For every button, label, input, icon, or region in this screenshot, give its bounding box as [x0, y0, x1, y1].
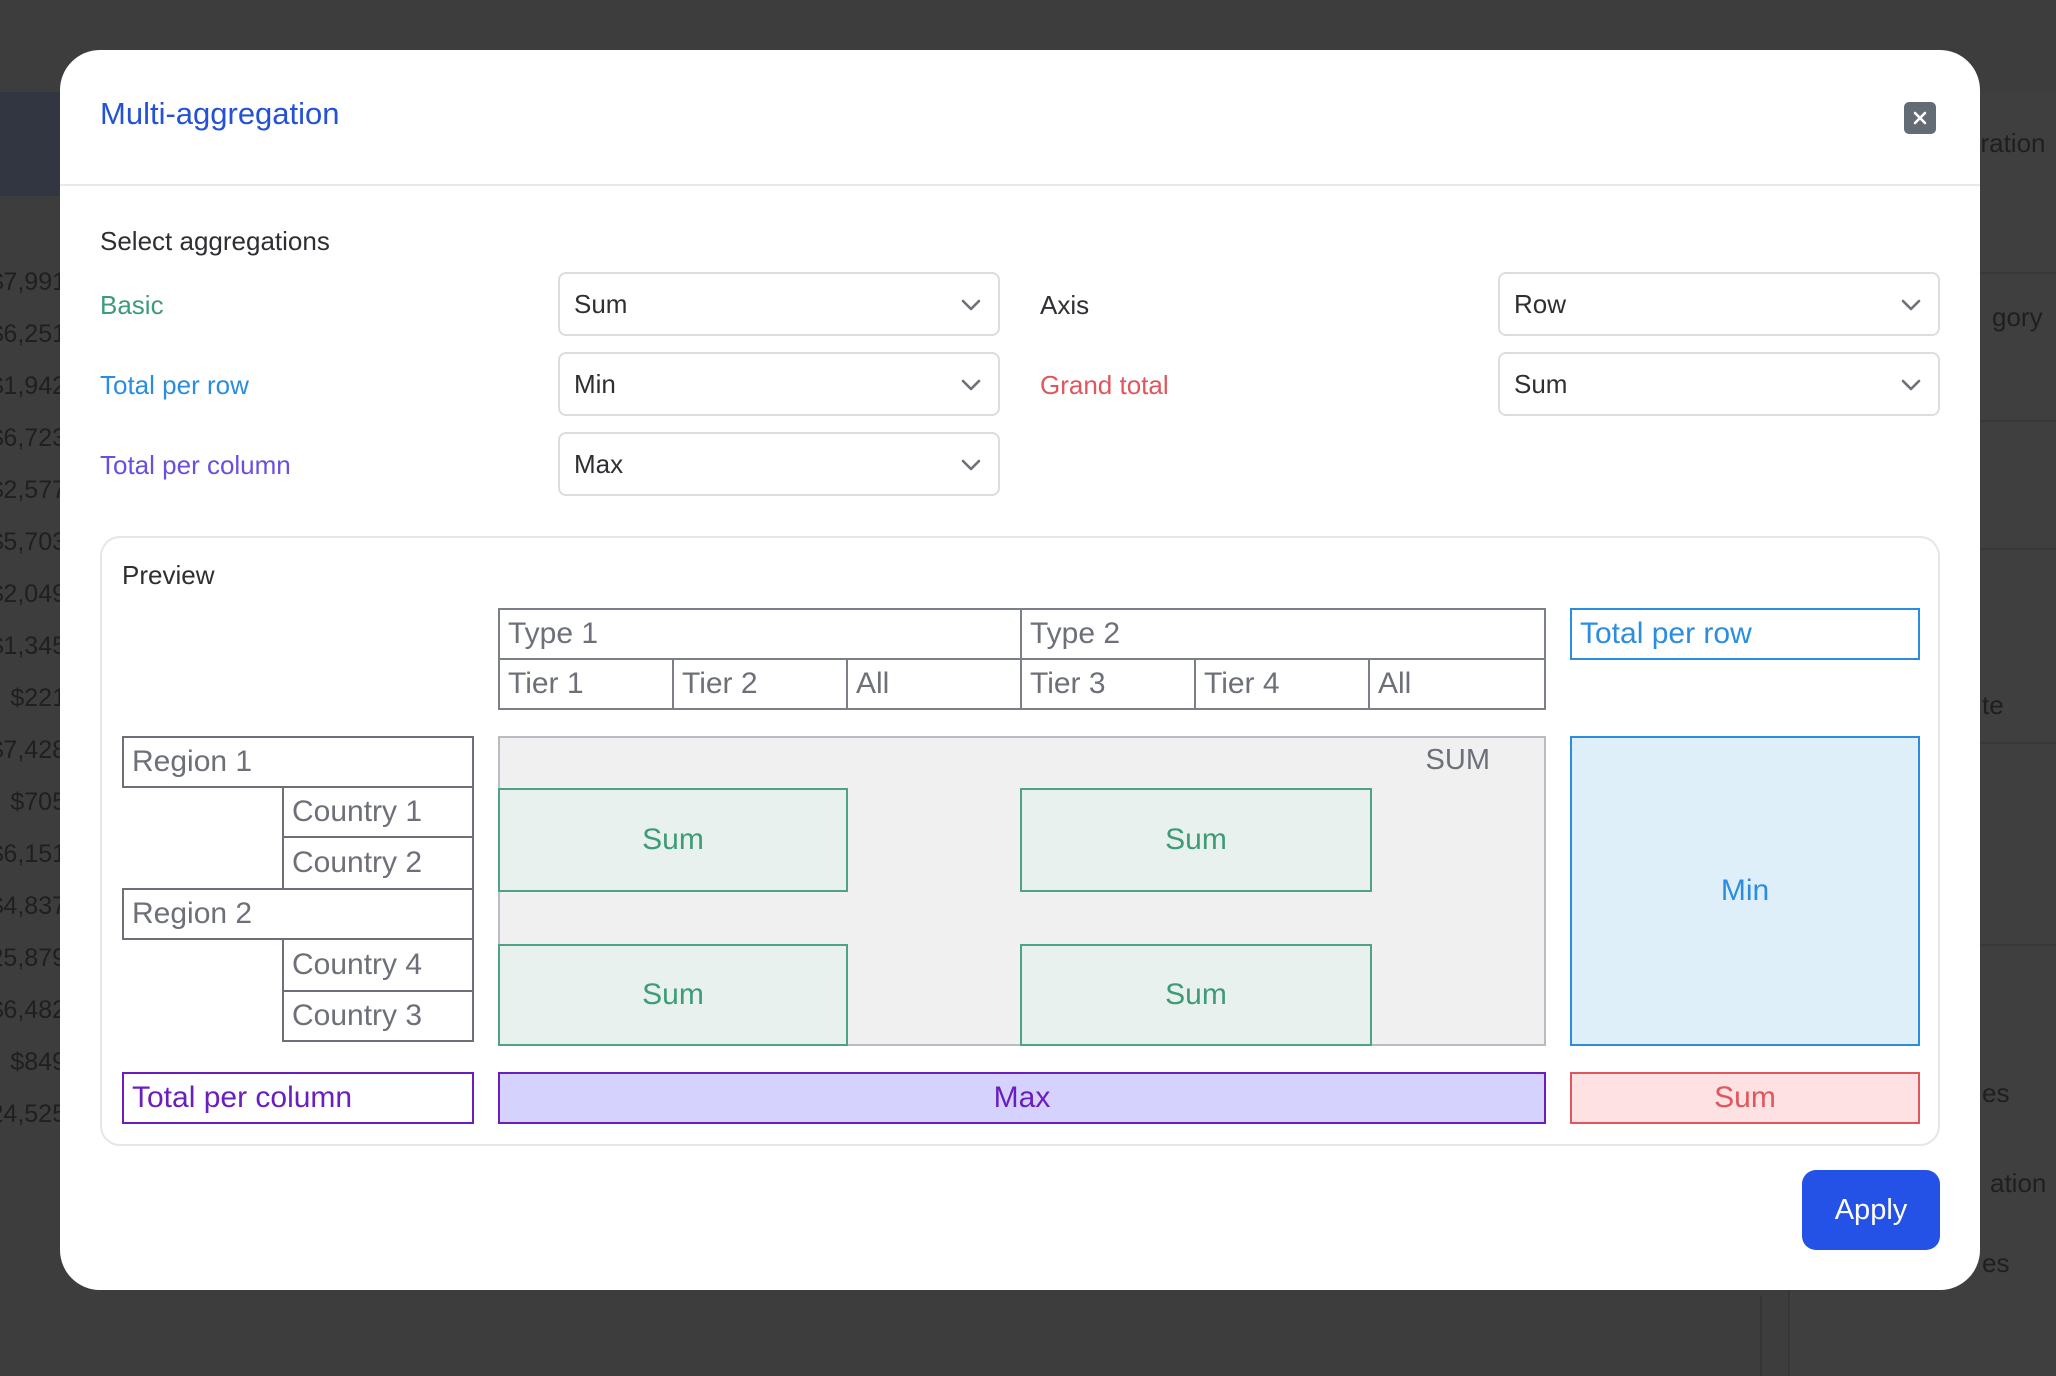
column-tier-header: All	[1368, 658, 1546, 710]
background-value: $7,428	[0, 735, 66, 764]
basic-label: Basic	[100, 290, 164, 320]
apply-button[interactable]: Apply	[1802, 1170, 1940, 1250]
basic-cell: Sum	[1020, 788, 1372, 892]
basic-cell: Sum	[498, 944, 848, 1046]
background-value: $5,703	[0, 527, 66, 556]
chevron-down-icon	[961, 459, 981, 471]
background-value: $6,723	[0, 423, 66, 452]
column-group-header: Type 1	[498, 608, 1022, 660]
total-per-row-header: Total per row	[1570, 608, 1920, 660]
total-per-row-select[interactable]: Min	[558, 352, 1000, 416]
grand-total-label: Grand total	[1040, 370, 1169, 400]
row-item-header: Country 4	[282, 938, 474, 992]
background-panel-text: es	[1982, 1078, 2010, 1108]
background-value: $4,837	[0, 891, 66, 920]
multi-aggregation-modal: Multi-aggregation Select aggregations Ba…	[60, 50, 1980, 1290]
preview-title: Preview	[122, 560, 215, 590]
total-per-row-label: Total per row	[100, 370, 249, 400]
background-value: $221	[10, 683, 66, 712]
axis-select-value: Row	[1514, 288, 1567, 319]
row-item-header: Country 1	[282, 786, 474, 838]
total-per-column-label: Total per column	[100, 450, 291, 480]
background-divider	[1760, 1296, 1762, 1376]
close-icon	[1913, 111, 1927, 125]
background-value: $2,049	[0, 579, 66, 608]
column-tier-header: Tier 1	[498, 658, 674, 710]
background-value: $6,151	[0, 839, 66, 868]
background-value: $1,345	[0, 631, 66, 660]
chevron-down-icon	[961, 299, 981, 311]
column-group-header: Type 2	[1020, 608, 1546, 660]
column-tier-header: Tier 4	[1194, 658, 1370, 710]
total-per-column-select[interactable]: Max	[558, 432, 1000, 496]
modal-title: Multi-aggregation	[100, 96, 340, 131]
basic-cell: Sum	[498, 788, 848, 892]
background-panel-text: gory	[1992, 302, 2043, 332]
total-per-column-header: Total per column	[122, 1072, 474, 1124]
chevron-down-icon	[961, 379, 981, 391]
row-item-header: Country 3	[282, 990, 474, 1042]
total-per-row-select-value: Min	[574, 368, 616, 399]
background-value: $7,991	[0, 267, 66, 296]
background-value: $1,942	[0, 371, 66, 400]
column-tier-header: Tier 3	[1020, 658, 1196, 710]
column-tier-header: Tier 2	[672, 658, 848, 710]
row-item-header: Country 2	[282, 836, 474, 890]
background-panel-text: es	[1982, 1248, 2010, 1278]
preview-panel: Preview Type 1 Type 2 Tier 1 Tier 2 All …	[100, 536, 1940, 1146]
background-panel-text: ation	[1990, 1168, 2047, 1198]
background-value: $849	[10, 1047, 66, 1076]
chevron-down-icon	[1901, 379, 1921, 391]
total-per-column-cell: Max	[498, 1072, 1546, 1124]
total-per-column-select-value: Max	[574, 448, 624, 479]
background-value: $2,577	[0, 475, 66, 504]
background-value: $6,251	[0, 319, 66, 348]
basic-select[interactable]: Sum	[558, 272, 1000, 336]
background-value: $705	[10, 787, 66, 816]
basic-select-value: Sum	[574, 288, 628, 319]
row-group-header: Region 2	[122, 888, 474, 940]
modal-header: Multi-aggregation	[60, 50, 1980, 186]
background-value: $24,525	[0, 1099, 66, 1128]
chevron-down-icon	[1901, 299, 1921, 311]
total-per-row-cell: Min	[1570, 736, 1920, 1046]
axis-select[interactable]: Row	[1498, 272, 1940, 336]
basic-cell: Sum	[1020, 944, 1372, 1046]
section-label: Select aggregations	[100, 226, 330, 256]
sum-area-label: SUM	[1425, 744, 1490, 776]
column-tier-header: All	[846, 658, 1022, 710]
close-button[interactable]	[1904, 102, 1936, 134]
grand-total-select-value: Sum	[1514, 368, 1568, 399]
axis-label: Axis	[1040, 290, 1090, 320]
background-value: $6,482	[0, 995, 66, 1024]
grand-total-select[interactable]: Sum	[1498, 352, 1940, 416]
background-value-column: $7,991 $6,251 $1,942 $6,723 $2,577 $5,70…	[0, 256, 70, 1140]
row-group-header: Region 1	[122, 736, 474, 788]
background-panel-text: te	[1982, 690, 2004, 720]
background-value: $25,879	[0, 943, 66, 972]
grand-total-cell: Sum	[1570, 1072, 1920, 1124]
